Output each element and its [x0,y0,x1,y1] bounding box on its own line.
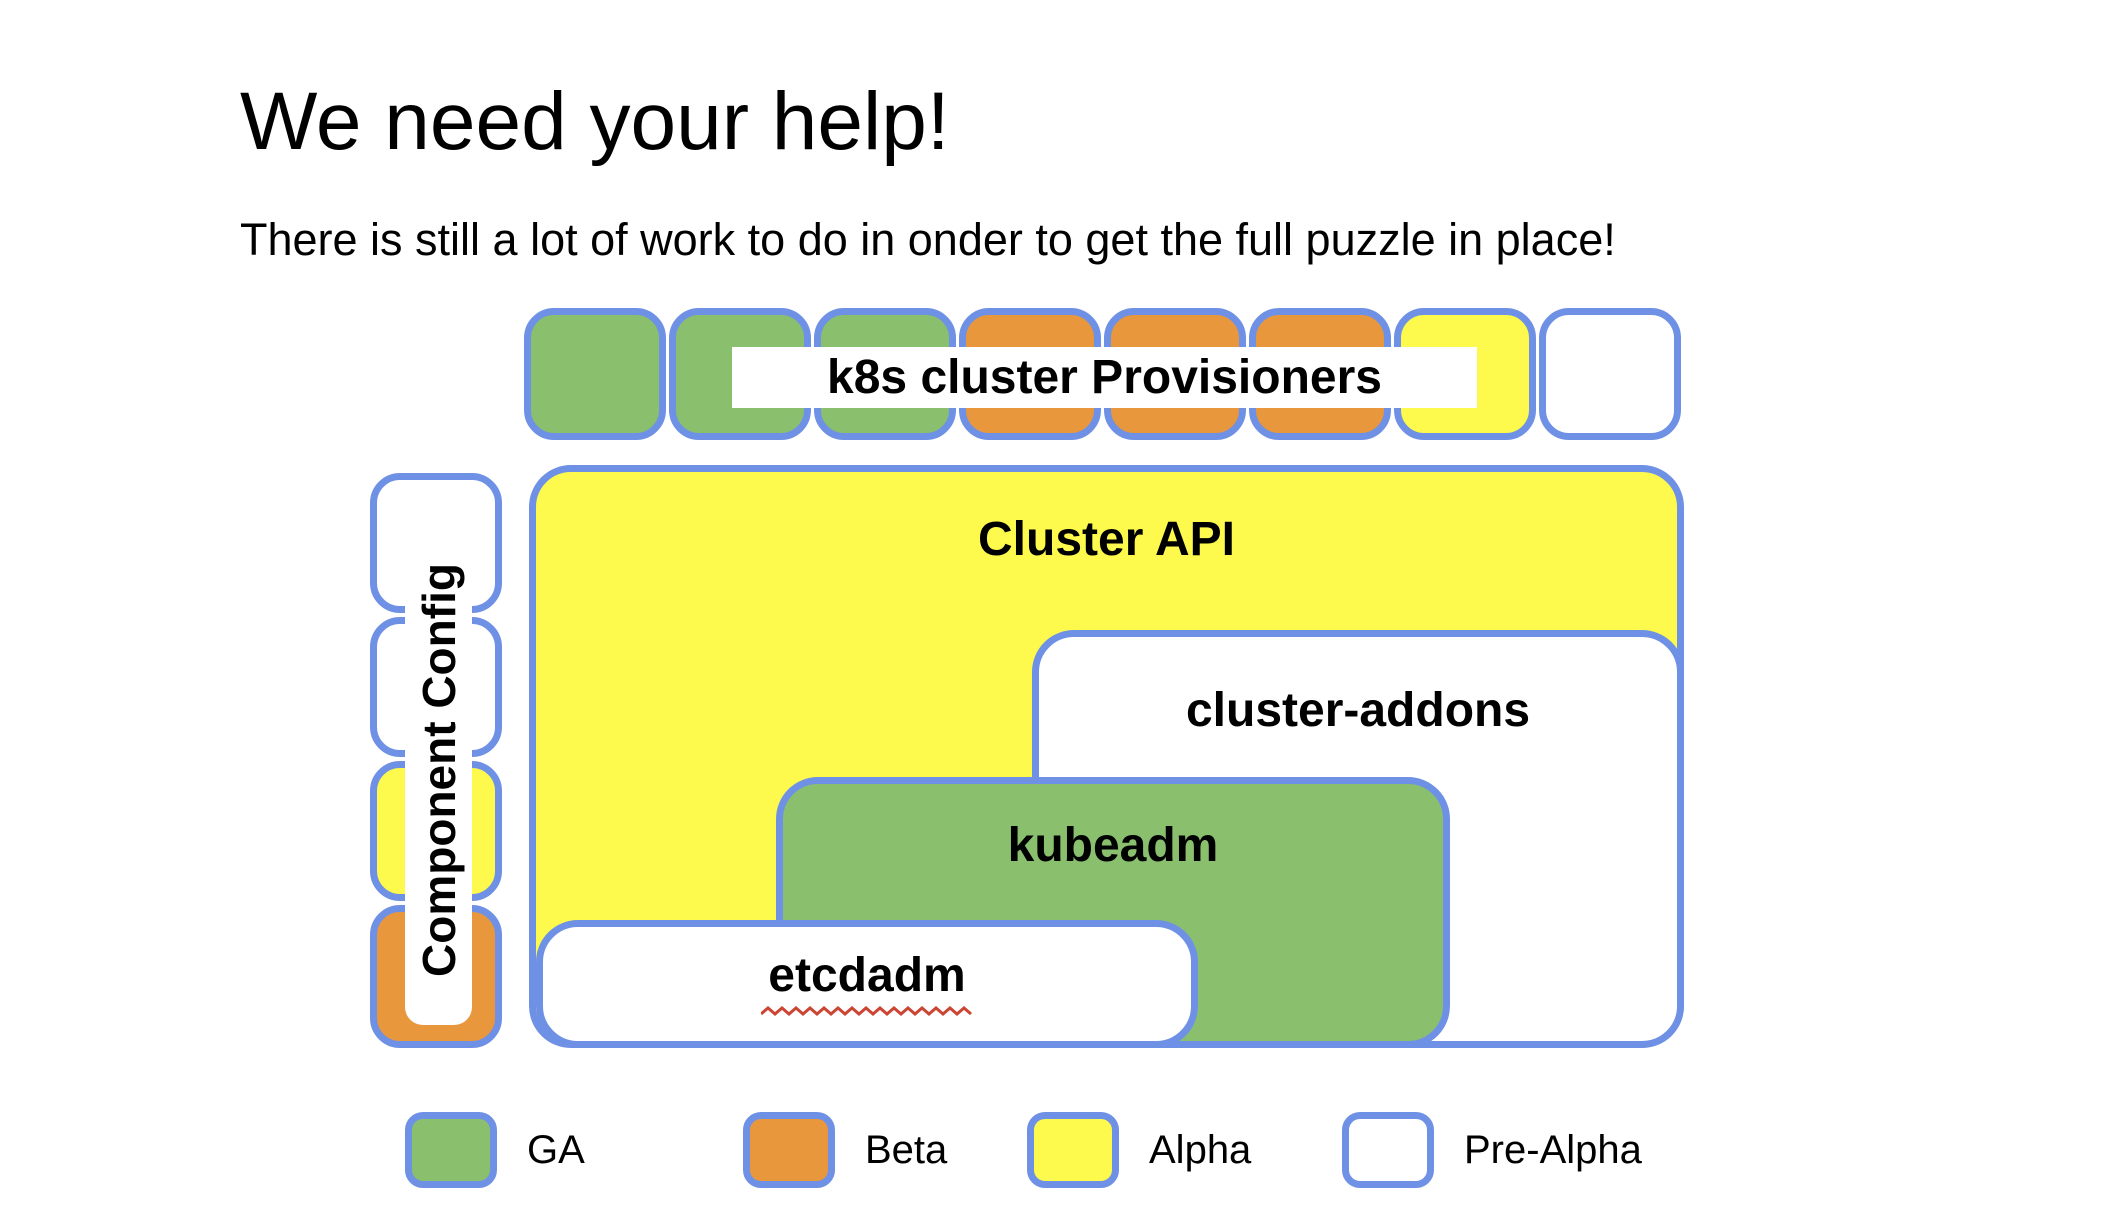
page-subtitle: There is still a lot of work to do in on… [240,214,1616,265]
legend-swatch-beta [743,1112,835,1188]
legend-label-pre-alpha: Pre-Alpha [1464,1127,1642,1172]
etcdadm-label: etcdadm [768,949,966,1002]
legend-swatch-pre-alpha [1342,1112,1434,1188]
legend-label-alpha: Alpha [1149,1127,1252,1172]
legend-label-beta: Beta [865,1127,948,1172]
legend-swatch-ga [405,1112,497,1188]
component-config-label: Component Config [412,563,465,977]
legend-item-alpha: Alpha [1027,1112,1251,1188]
legend-item-ga: GA [405,1112,585,1188]
spellcheck-squiggle-icon [761,1006,972,1016]
component-config-label-strip: Component Config [405,515,472,1025]
kubeadm-label: kubeadm [1007,819,1219,872]
legend-swatch-alpha [1027,1112,1119,1188]
puzzle-piece-provisioner-1 [524,308,666,440]
puzzle-piece-provisioner-8 [1539,308,1681,440]
legend-label-ga: GA [527,1127,585,1172]
provisioners-label: k8s cluster Provisioners [732,347,1477,408]
cluster-api-label: Cluster API [978,513,1235,566]
legend-item-beta: Beta [743,1112,947,1188]
page-title: We need your help! [240,75,950,167]
etcdadm-box: etcdadm [536,920,1198,1048]
cluster-addons-label: cluster-addons [1185,684,1531,737]
legend-item-pre-alpha: Pre-Alpha [1342,1112,1642,1188]
